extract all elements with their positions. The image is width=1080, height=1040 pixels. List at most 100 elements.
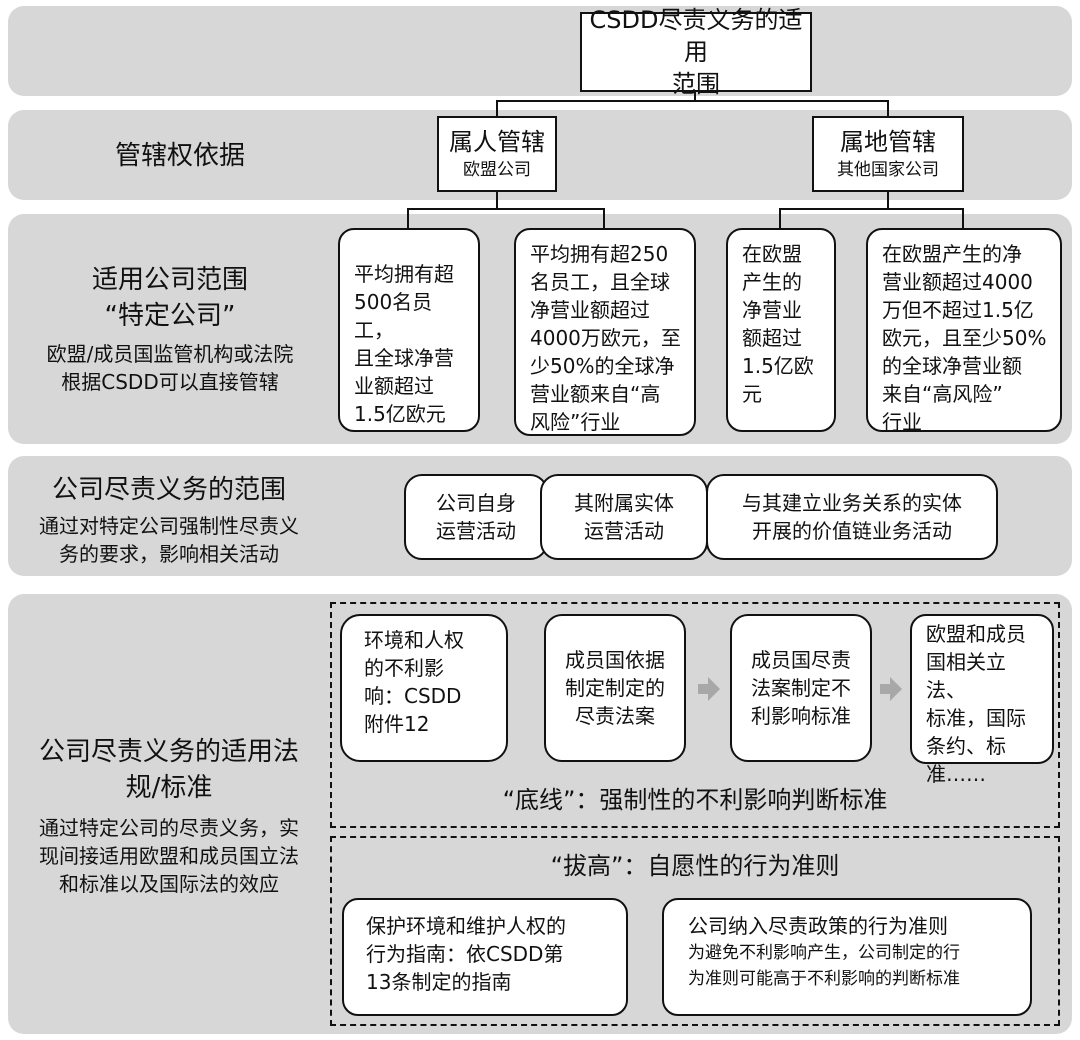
scope-box-line: 平均拥有超250 — [530, 242, 669, 266]
law-desc: 和标准以及国际法的效应 — [59, 872, 279, 896]
scope-label: 适用公司范围 “特定公司” 欧盟/成员国监管机构或法院 根据CSDD可以直接管辖 — [20, 262, 320, 396]
scope-box: 在欧盟产生的净 营业额超过4000 万但不超过1.5亿 欧元，且至少50% 的全… — [866, 228, 1062, 434]
floor-box-line: 成员国依据 — [565, 648, 665, 672]
scope-box-line: 在欧盟产生的净 — [882, 242, 1022, 266]
floor-box-line: 制定制定的 — [565, 676, 665, 700]
scope-box-line: 净营业 — [742, 298, 802, 322]
floor-box-line: 准…… — [926, 762, 986, 786]
connector — [407, 208, 605, 210]
floor-box-line: 环境和人权 — [364, 628, 464, 652]
scope-box-line: 且全球净营 — [354, 346, 454, 370]
raise-box-title: 公司纳入尽责政策的行为准则 — [688, 914, 948, 938]
law-desc: 通过特定公司的尽责义务，实 — [39, 816, 299, 840]
raise-box-line: 为准则可能高于不利影响的判断标准 — [688, 969, 960, 989]
territorial-title: 属地管辖 — [840, 128, 936, 156]
territorial-jurisdiction-node: 属地管辖 其他国家公司 — [812, 116, 964, 192]
duty-box-line: 其附属实体 — [574, 491, 674, 515]
personal-sub: 欧盟公司 — [463, 160, 531, 180]
root-node: CSDD尽责义务的适用 范围 — [580, 6, 812, 98]
scope-box: 平均拥有超250 名员工，且全球 净营业额超过 4000万欧元，至 少50%的全… — [514, 228, 696, 436]
duty-box-line: 与其建立业务关系的实体 — [742, 491, 962, 515]
scope-box-line: 在欧盟 — [742, 242, 802, 266]
scope-box-line: 少50%的全球净 — [530, 354, 675, 378]
scope-box-line: 1.5亿欧 — [742, 354, 814, 378]
scope-box-line: 风险”行业 — [530, 410, 621, 434]
scope-box-line: 1.5亿欧元 — [354, 402, 446, 426]
raise-caption: “拔高”：自愿性的行为准则 — [550, 852, 840, 880]
floor-box-line: 利影响标准 — [751, 704, 851, 728]
raise-standards-group — [330, 836, 1060, 1026]
scope-box-line: 500名员工， — [354, 290, 433, 342]
connector — [496, 100, 889, 102]
scope-box-line: 4000万欧元，至 — [530, 326, 681, 350]
floor-box-line: 条约、标 — [926, 734, 1006, 758]
scope-box-line: 营业额超过4000 — [882, 270, 1033, 294]
band-root — [8, 6, 1072, 96]
duty-box-line: 公司自身 — [436, 491, 516, 515]
connector — [407, 208, 409, 228]
scope-box-line: 的全球净营业额 — [882, 354, 1022, 378]
scope-box-line: 来自“高风险” — [882, 382, 1003, 406]
raise-box-line: 13条制定的指南 — [366, 970, 512, 994]
floor-box: 欧盟和成员 国相关立法、 标准，国际 条约、标 准…… — [910, 614, 1054, 786]
connector — [496, 192, 498, 208]
personal-jurisdiction-node: 属人管辖 欧盟公司 — [437, 116, 557, 192]
jurisdiction-label: 管辖权依据 — [114, 141, 245, 171]
duty-box-line: 运营活动 — [436, 519, 516, 543]
floor-box-line: 响：CSDD — [364, 684, 462, 708]
connector — [887, 192, 889, 208]
floor-box-line: 附件12 — [364, 712, 430, 736]
floor-box: 成员国尽责 法案制定不 利影响标准 — [730, 614, 872, 762]
raise-box-line: 行为指南：依CSDD第 — [366, 942, 564, 966]
connector — [779, 208, 781, 228]
scope-box-line: 业额超过 — [354, 374, 434, 398]
duty-box: 公司自身 运营活动 — [404, 474, 548, 560]
floor-box: 环境和人权 的不利影 响：CSDD 附件12 — [340, 614, 508, 762]
law-title: 规/标准 — [125, 773, 213, 803]
floor-box-line: 标准，国际 — [926, 706, 1026, 730]
scope-box-line: 营业额来自“高 — [530, 382, 661, 406]
duty-box-line: 开展的价值链业务活动 — [752, 519, 952, 543]
connector — [887, 100, 889, 118]
floor-standards-group — [330, 602, 1060, 828]
floor-box: 成员国依据 制定制定的 尽责法案 — [544, 614, 686, 762]
floor-caption: “底线”：强制性的不利影响判断标准 — [502, 786, 888, 814]
scope-desc: 根据CSDD可以直接管辖 — [61, 370, 279, 394]
duty-title: 公司尽责义务的范围 — [51, 475, 286, 505]
scope-box: 平均拥有超 500名员工， 且全球净营 业额超过 1.5亿欧元 — [338, 228, 480, 432]
connector — [779, 208, 964, 210]
scope-box: 在欧盟 产生的 净营业 额超过 1.5亿欧 元 — [726, 228, 836, 432]
floor-box-line: 尽责法案 — [575, 704, 655, 728]
floor-box-line: 的不利影 — [364, 656, 444, 680]
raise-box-line: 保护环境和维护人权的 — [366, 914, 566, 938]
floor-box-line: 法案制定不 — [751, 676, 851, 700]
duty-desc: 务的要求，影响相关活动 — [59, 542, 279, 566]
law-desc: 现间接适用欧盟和成员国立法 — [39, 844, 299, 868]
connector — [694, 88, 696, 102]
connector — [603, 208, 605, 228]
connector — [496, 100, 498, 118]
scope-box-line: 产生的 — [742, 270, 802, 294]
scope-box-line: 名员工，且全球 — [530, 270, 670, 294]
scope-desc: 欧盟/成员国监管机构或法院 — [46, 342, 294, 366]
scope-title: 适用公司范围 — [91, 265, 248, 295]
root-line: 范围 — [672, 70, 720, 98]
floor-box-line: 成员国尽责 — [751, 648, 851, 672]
scope-box-line: 元 — [742, 382, 762, 406]
scope-box-line: 万但不超过1.5亿 — [882, 298, 1034, 322]
duty-box: 与其建立业务关系的实体 开展的价值链业务活动 — [706, 474, 998, 560]
personal-title: 属人管辖 — [449, 128, 545, 156]
raise-box: 公司纳入尽责政策的行为准则 为避免不利影响产生，公司制定的行 为准则可能高于不利… — [662, 898, 1032, 1016]
scope-box-line: 行业 — [882, 410, 922, 434]
floor-box-line: 国相关立法、 — [926, 650, 1006, 702]
scope-box-line: 平均拥有超 — [354, 262, 454, 286]
raise-box: 保护环境和维护人权的 行为指南：依CSDD第 13条制定的指南 — [342, 898, 628, 1016]
duty-box-line: 运营活动 — [584, 519, 664, 543]
floor-box-line: 欧盟和成员 — [926, 622, 1026, 646]
scope-title: “特定公司” — [104, 301, 236, 331]
law-label: 公司尽责义务的适用法 规/标准 通过特定公司的尽责义务，实 现间接适用欧盟和成员… — [14, 734, 324, 898]
duty-box: 其附属实体 运营活动 — [540, 474, 708, 560]
territorial-sub: 其他国家公司 — [837, 160, 939, 180]
scope-box-line: 额超过 — [742, 326, 802, 350]
duty-desc: 通过对特定公司强制性尽责义 — [39, 514, 299, 538]
